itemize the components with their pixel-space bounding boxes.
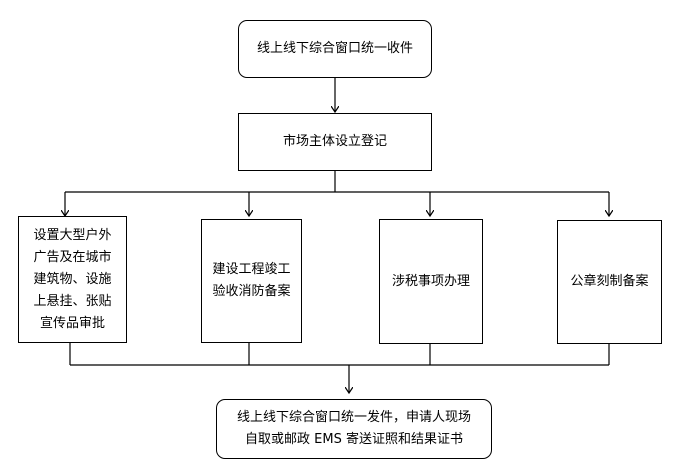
branch-label-seal: 公章刻制备案 bbox=[570, 271, 648, 293]
branch-line: 宣传品审批 bbox=[39, 315, 105, 331]
start-box: 线上线下综合窗口统一收件 bbox=[238, 20, 432, 78]
branch-line: 验收消防备案 bbox=[212, 284, 291, 299]
branch-line: 建筑物、设施 bbox=[33, 271, 112, 287]
branch-line: 公章刻制备案 bbox=[570, 274, 649, 289]
branch-line: 设置大型户外 bbox=[33, 227, 112, 243]
end-line: 自取或邮政 EMS 寄送证照和结果证书 bbox=[245, 432, 463, 447]
start-label: 线上线下综合窗口统一收件 bbox=[256, 41, 413, 56]
branch-label-outdoor-ad: 设置大型户外 广告及在城市 建筑物、设施 上悬挂、张贴 宣传品审批 bbox=[33, 225, 111, 335]
branch-line: 上悬挂、张贴 bbox=[33, 293, 112, 309]
branch-label-fire-acceptance: 建设工程竣工 验收消防备案 bbox=[212, 259, 290, 303]
branch-box-tax: 涉税事项办理 bbox=[379, 219, 483, 344]
branch-box-outdoor-ad: 设置大型户外 广告及在城市 建筑物、设施 上悬挂、张贴 宣传品审批 bbox=[18, 216, 127, 343]
register-box: 市场主体设立登记 bbox=[238, 113, 432, 171]
branch-label-tax: 涉税事项办理 bbox=[392, 271, 470, 293]
branch-box-fire-acceptance: 建设工程竣工 验收消防备案 bbox=[201, 219, 302, 343]
branch-line: 建设工程竣工 bbox=[212, 262, 291, 277]
branch-line: 广告及在城市 bbox=[33, 249, 112, 265]
branch-box-seal: 公章刻制备案 bbox=[557, 220, 662, 344]
end-box: 线上线下综合窗口统一发件，申请人现场 自取或邮政 EMS 寄送证照和结果证书 bbox=[216, 399, 492, 459]
end-line: 线上线下综合窗口统一发件，申请人现场 bbox=[236, 410, 471, 425]
branch-line: 涉税事项办理 bbox=[391, 273, 470, 289]
end-label: 线上线下综合窗口统一发件，申请人现场 自取或邮政 EMS 寄送证照和结果证书 bbox=[237, 407, 471, 451]
register-label: 市场主体设立登记 bbox=[282, 134, 387, 149]
